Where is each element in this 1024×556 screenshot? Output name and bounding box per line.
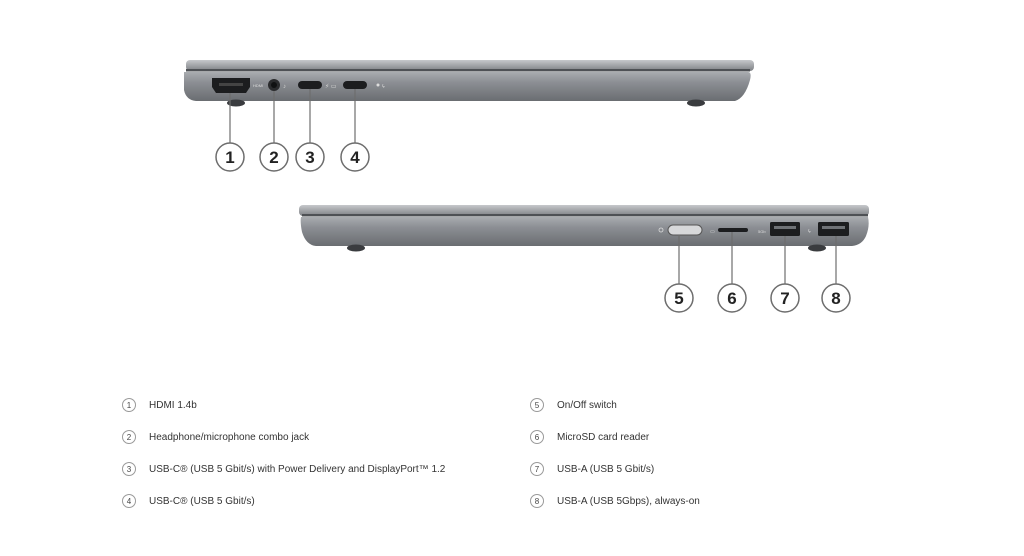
callout-4: 4: [340, 142, 370, 172]
left-lid-edge: [186, 69, 750, 72]
usb-c-port-icon: ϟ: [343, 81, 385, 90]
svg-text:HDMI: HDMI: [253, 83, 263, 88]
usb-a-port-icon: 5Gb: [758, 222, 800, 236]
legend-label: USB-C® (USB 5 Gbit/s): [149, 495, 255, 507]
legend-number: 2: [122, 430, 136, 444]
svg-text:6: 6: [727, 289, 736, 308]
laptop-side-views-figure: HDMI ♪ ⚡ ▭ ϟ 1 2 3: [184, 60, 869, 313]
legend-number: 6: [530, 430, 544, 444]
microsd-slot-icon: ▭: [710, 228, 748, 235]
right-base: [300, 217, 869, 246]
audio-jack-icon: ♪: [268, 79, 286, 91]
legend-number: 4: [122, 494, 136, 508]
port-legend: 1 HDMI 1.4b 2 Headphone/microphone combo…: [0, 390, 1024, 530]
svg-text:ϟ: ϟ: [808, 229, 811, 235]
svg-text:8: 8: [831, 289, 840, 308]
callout-5: 5: [664, 283, 694, 313]
right-lid-edge: [302, 214, 868, 217]
legend-number: 8: [530, 494, 544, 508]
legend-number: 5: [530, 398, 544, 412]
legend-item: 7 USB-A (USB 5 Gbit/s): [530, 460, 654, 478]
usb-a-port-icon: ϟ: [808, 222, 849, 236]
svg-text:ϟ: ϟ: [382, 84, 385, 90]
callout-6: 6: [717, 283, 747, 313]
legend-number: 7: [530, 462, 544, 476]
svg-text:♪: ♪: [283, 84, 286, 90]
right-lid: [299, 205, 869, 216]
svg-text:▭: ▭: [710, 229, 715, 235]
hdmi-port-icon: HDMI: [212, 78, 263, 93]
legend-label: HDMI 1.4b: [149, 399, 197, 411]
legend-item: 8 USB-A (USB 5Gbps), always-on: [530, 492, 700, 510]
right-foot: [347, 244, 365, 252]
usb-c-port-icon: ⚡ ▭: [298, 81, 337, 90]
svg-text:2: 2: [269, 148, 278, 167]
svg-text:1: 1: [225, 148, 234, 167]
callout-3: 3: [295, 142, 325, 172]
left-side-view: HDMI ♪ ⚡ ▭ ϟ 1 2 3: [184, 60, 754, 172]
svg-text:7: 7: [780, 289, 789, 308]
legend-item: 2 Headphone/microphone combo jack: [122, 428, 309, 446]
power-switch-icon: [658, 224, 703, 236]
legend-number: 1: [122, 398, 136, 412]
legend-label: On/Off switch: [557, 399, 617, 411]
callout-8: 8: [821, 283, 851, 313]
left-base: [184, 72, 751, 101]
left-foot: [687, 99, 705, 107]
svg-text:5Gb: 5Gb: [758, 229, 766, 234]
callout-2: 2: [259, 142, 289, 172]
legend-label: USB-C® (USB 5 Gbit/s) with Power Deliver…: [149, 463, 446, 475]
legend-label: MicroSD card reader: [557, 431, 650, 443]
svg-text:⚡ ▭: ⚡ ▭: [325, 83, 337, 90]
legend-label: USB-A (USB 5Gbps), always-on: [557, 495, 700, 507]
legend-item: 6 MicroSD card reader: [530, 428, 649, 446]
svg-text:3: 3: [305, 148, 314, 167]
legend-number: 3: [122, 462, 136, 476]
callout-7: 7: [770, 283, 800, 313]
right-foot: [808, 244, 826, 252]
left-foot: [227, 99, 245, 107]
legend-item: 1 HDMI 1.4b: [122, 396, 197, 414]
legend-item: 3 USB-C® (USB 5 Gbit/s) with Power Deliv…: [122, 460, 445, 478]
legend-item: 4 USB-C® (USB 5 Gbit/s): [122, 492, 255, 510]
legend-label: Headphone/microphone combo jack: [149, 431, 310, 443]
legend-label: USB-A (USB 5 Gbit/s): [557, 463, 655, 475]
svg-text:5: 5: [674, 289, 683, 308]
legend-item: 5 On/Off switch: [530, 396, 617, 414]
left-lid: [186, 60, 754, 71]
callout-1: 1: [215, 142, 245, 172]
right-side-view: ▭ 5Gb ϟ 5 6 7: [299, 205, 869, 313]
svg-text:4: 4: [350, 148, 360, 167]
